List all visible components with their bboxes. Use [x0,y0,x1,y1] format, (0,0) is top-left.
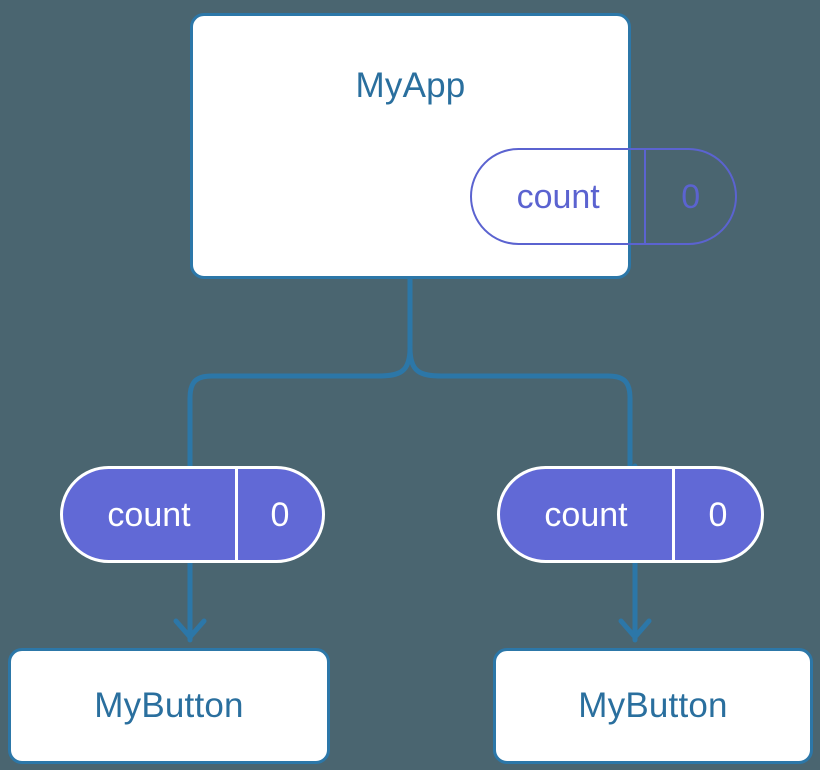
fork-right-branch [407,345,633,469]
state-pill-value: 0 [672,469,761,560]
component-title-myapp: MyApp [355,66,466,105]
state-pill-label: count [516,177,600,216]
fork-left-branch [187,345,413,469]
state-pill-value: 0 [644,150,735,243]
state-pill-label: count [107,495,191,534]
state-pill-right-branch[interactable]: count 0 [497,466,764,563]
state-pill-left-branch[interactable]: count 0 [60,466,325,563]
component-card-mybutton-left[interactable]: MyButton [8,648,330,764]
left-arrowhead [173,618,207,640]
state-pill-value: 0 [235,469,322,560]
state-pill-myapp[interactable]: count 0 [470,148,737,245]
component-card-myapp[interactable]: MyApp count 0 [190,13,737,279]
component-title-mybutton: MyButton [578,686,728,725]
component-card-mybutton-right[interactable]: MyButton [493,648,813,764]
right-arrowhead [618,618,652,640]
component-title-mybutton: MyButton [94,686,244,725]
state-pill-label: count [544,495,628,534]
